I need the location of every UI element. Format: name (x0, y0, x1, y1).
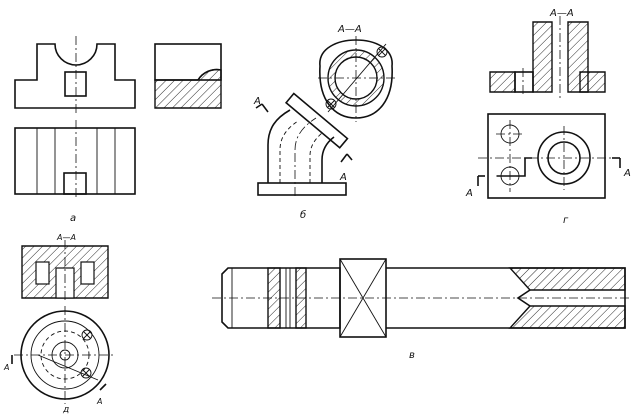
cut-label-d-left: A (3, 363, 9, 372)
figure-g-plan-view: A A (465, 113, 631, 199)
figure-label-v: в (409, 350, 415, 361)
figure-d-plan-view: A A (3, 306, 116, 406)
figure-label-g: г (563, 215, 569, 226)
figure-label-b: б (300, 209, 306, 221)
cut-label-b-top: A (253, 96, 261, 107)
figure-label-a: а (70, 213, 76, 224)
figure-b: A—A A A б (253, 24, 396, 221)
figure-label-d: д (62, 405, 69, 415)
figure-b-elbow-view: A A (253, 92, 353, 196)
cut-label-d-right: A (96, 397, 102, 406)
figure-v-end-section-top (508, 267, 626, 291)
figure-d-section-view (21, 240, 109, 302)
figure-g-section-view (489, 16, 606, 98)
figure-a-plan-view (14, 127, 136, 195)
cut-label-g-right: A (623, 168, 631, 179)
section-label-g: A—A (549, 8, 574, 19)
figure-a-slot (64, 71, 87, 97)
figure-v: в (212, 258, 632, 361)
figure-a-side-section (154, 68, 222, 109)
figure-a: а (14, 36, 222, 224)
figure-g: A—A A (465, 8, 631, 226)
figure-a-front-view (14, 43, 136, 109)
figure-b-section-view: A—A (318, 24, 396, 122)
section-label-b: A—A (337, 24, 362, 35)
figure-d: A—A A A д (3, 233, 116, 415)
cut-label-b-bottom: A (339, 172, 347, 183)
figure-v-end-section-bottom (508, 305, 626, 329)
section-label-d: A—A (56, 233, 76, 242)
cut-label-g-left: A (465, 188, 473, 199)
